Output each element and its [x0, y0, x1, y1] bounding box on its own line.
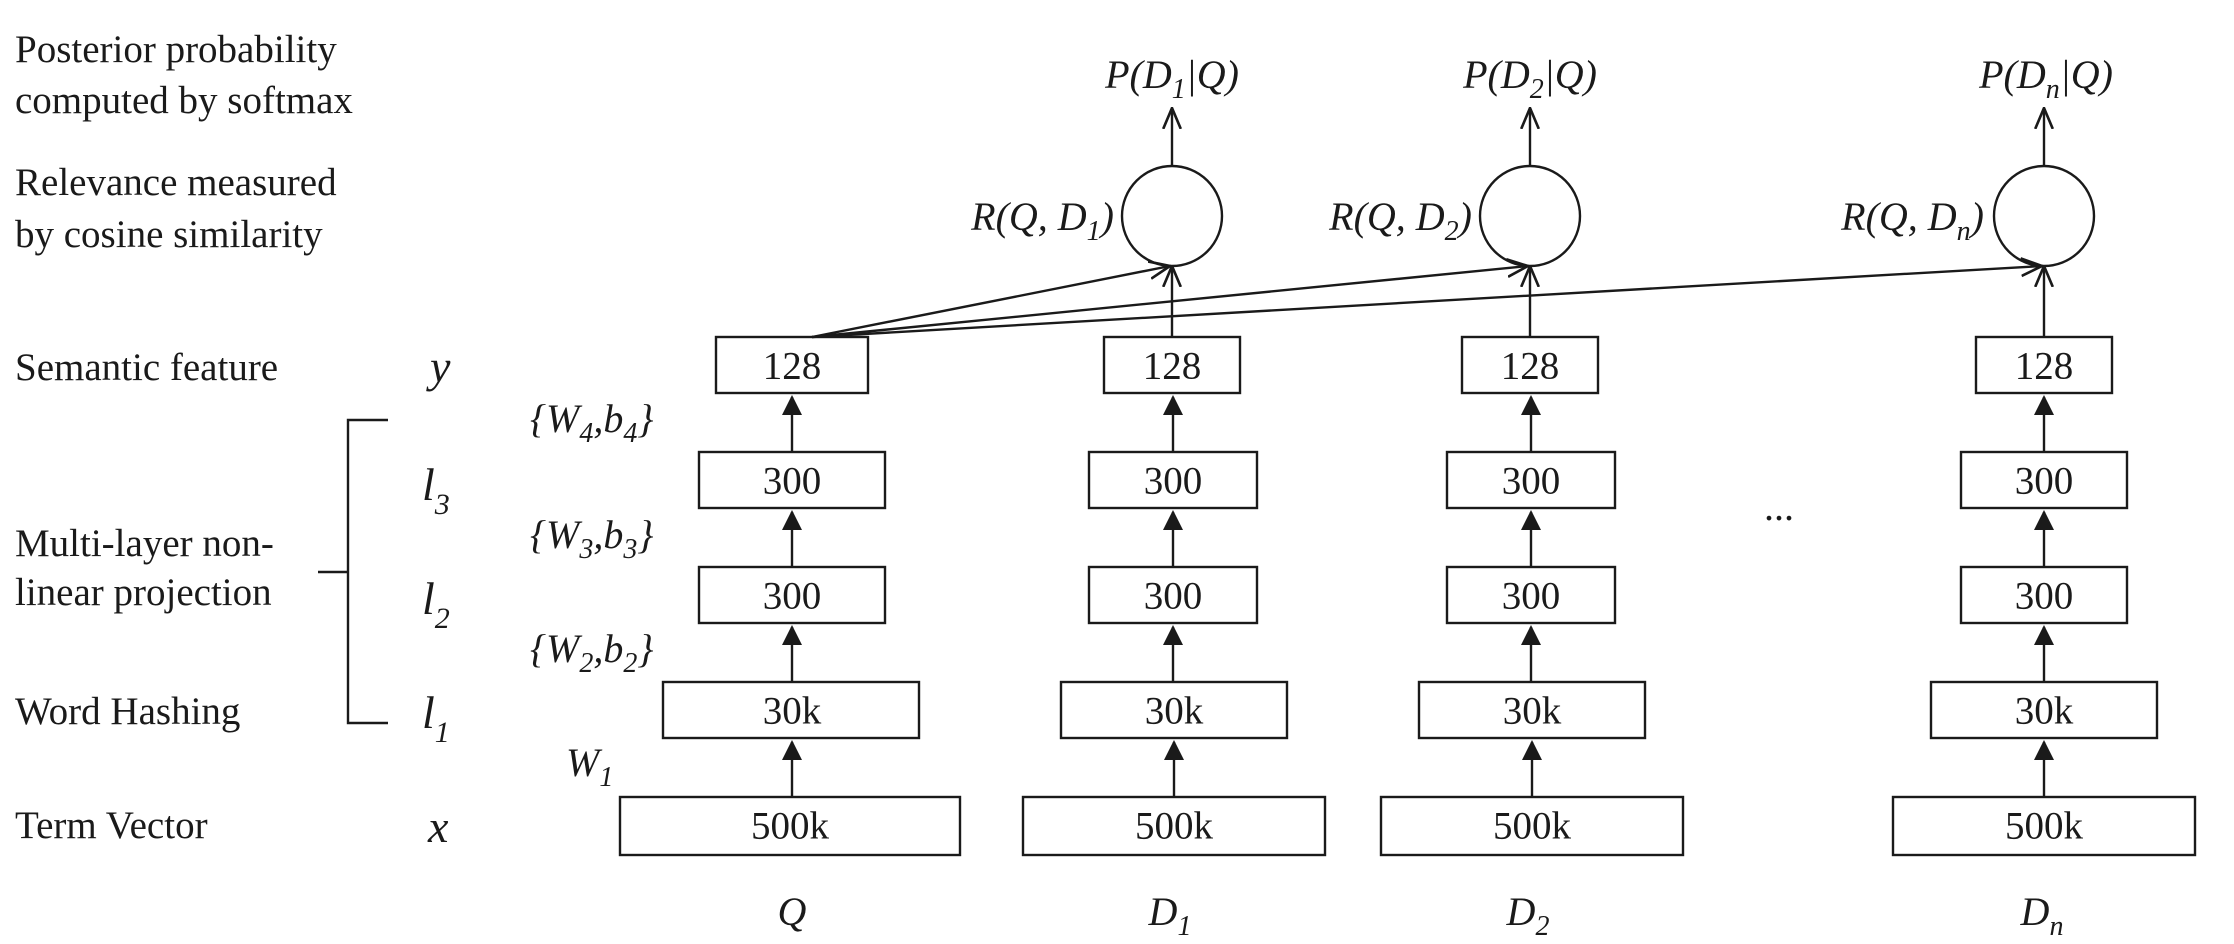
doc2-l3-value: 300	[1502, 460, 1561, 503]
docn-posterior-label: P(Dn|Q)	[1978, 52, 2113, 105]
symbol-y: y	[426, 341, 451, 392]
word-hashing-label: Word Hashing	[15, 690, 240, 733]
docn-l1-box	[1929, 680, 2159, 740]
docn-x-value: 500k	[2005, 805, 2084, 848]
weight-w4-label: {W4,b4}	[530, 396, 653, 449]
multilayer-label-line1: Multi-layer non-	[15, 522, 274, 565]
doc1-x-box	[1021, 795, 1327, 857]
doc2-l1-value: 30k	[1503, 690, 1562, 733]
symbol-l3-subscript: 3	[434, 488, 450, 521]
query-l1-value: 30k	[763, 690, 822, 733]
doc1-l2-value: 300	[1144, 575, 1203, 618]
query-doc-connections	[811, 266, 2042, 339]
doc2-cosine-node	[1478, 164, 1582, 268]
multilayer-label-line2: linear projection	[15, 571, 272, 614]
docn-cosine-node	[1992, 164, 2096, 268]
query-l3-value: 300	[763, 460, 822, 503]
docn-relevance-label: R(Q, Dn)	[1840, 194, 1984, 247]
query-l3-box	[697, 450, 887, 510]
doc1-cosine-node	[1120, 164, 1224, 268]
doc1-x-value: 500k	[1135, 805, 1214, 848]
bracket-line	[346, 418, 388, 725]
doc1-l1-box	[1059, 680, 1289, 740]
semantic-feature-label: Semantic feature	[15, 346, 278, 389]
doc2-l2-box	[1445, 565, 1617, 625]
column-doc-n: 128 300 300 30k 500k R(Q, Dn) P(Dn|Q) Dn	[1840, 52, 2197, 942]
doc2-column-label: D2	[1506, 889, 1550, 942]
doc2-x-box	[1379, 795, 1685, 857]
posterior-label-line1: Posterior probability	[15, 28, 337, 71]
doc1-l1-value: 30k	[1145, 690, 1204, 733]
docn-column-label: Dn	[2020, 889, 2064, 942]
doc2-semantic-box	[1460, 335, 1600, 395]
symbol-l2: l2	[422, 573, 450, 635]
doc1-relevance-label: R(Q, D1)	[970, 194, 1114, 247]
doc1-l3-value: 300	[1144, 460, 1203, 503]
query-x-value: 500k	[751, 805, 830, 848]
weight-labels: {W4,b4} {W3,b3} {W2,b2} W1	[530, 396, 653, 793]
query-column-label: Q	[778, 889, 807, 934]
symbol-x: x	[427, 801, 449, 852]
term-vector-label: Term Vector	[15, 804, 208, 847]
doc2-posterior-label: P(D2|Q)	[1462, 52, 1597, 105]
docn-semantic-value: 128	[2015, 345, 2074, 388]
left-labels: Posterior probability computed by softma…	[15, 28, 353, 847]
column-query: 128 300 300 30k 500k Q	[618, 335, 962, 934]
ellipsis: ...	[1764, 484, 1794, 529]
symbol-l2-subscript: 2	[435, 602, 450, 635]
query-l1-box	[661, 680, 921, 740]
doc2-l2-value: 300	[1502, 575, 1561, 618]
relevance-label-line1: Relevance measured	[15, 161, 337, 204]
docn-l3-value: 300	[2015, 460, 2074, 503]
symbol-l2-base: l	[422, 573, 435, 624]
docn-l2-box	[1959, 565, 2129, 625]
doc1-l2-box	[1087, 565, 1259, 625]
column-doc-2: 128 300 300 30k 500k R(Q, D2) P(D2|Q) D2	[1328, 52, 1685, 942]
doc2-x-value: 500k	[1493, 805, 1572, 848]
query-to-doc2-connection	[811, 266, 1528, 339]
symbol-l3-base: l	[422, 459, 435, 510]
docn-l2-value: 300	[2015, 575, 2074, 618]
query-to-doc1-connection	[811, 266, 1170, 339]
weight-w3-label: {W3,b3}	[530, 512, 653, 565]
layer-bracket	[318, 418, 388, 725]
symbol-l3: l3	[422, 459, 450, 521]
weight-w2-label: {W2,b2}	[530, 626, 653, 679]
doc2-semantic-value: 128	[1501, 345, 1560, 388]
query-semantic-value: 128	[763, 345, 822, 388]
docn-semantic-box	[1974, 335, 2114, 395]
query-semantic-box	[714, 335, 870, 395]
column-doc-1: 128 300 300 30k 500k R(Q, D1) P(D1|Q) D1	[970, 52, 1327, 942]
symbol-l1-subscript: 1	[435, 716, 450, 749]
layer-symbols: y l3 l2 l1 x	[422, 341, 451, 852]
doc1-column-label: D1	[1148, 889, 1192, 942]
doc1-semantic-value: 128	[1143, 345, 1202, 388]
symbol-l1-base: l	[422, 687, 435, 738]
query-to-docn-connection	[811, 266, 2042, 339]
docn-l3-box	[1959, 450, 2129, 510]
weight-w1-label: W1	[566, 740, 613, 793]
posterior-label-line2: computed by softmax	[15, 79, 353, 122]
relevance-label-line2: by cosine similarity	[15, 213, 323, 256]
docn-l1-value: 30k	[2015, 690, 2074, 733]
doc2-l3-box	[1445, 450, 1617, 510]
doc1-posterior-label: P(D1|Q)	[1104, 52, 1239, 105]
symbol-l1: l1	[422, 687, 450, 749]
doc2-relevance-label: R(Q, D2)	[1328, 194, 1472, 247]
query-x-box	[618, 795, 962, 857]
query-l2-value: 300	[763, 575, 822, 618]
